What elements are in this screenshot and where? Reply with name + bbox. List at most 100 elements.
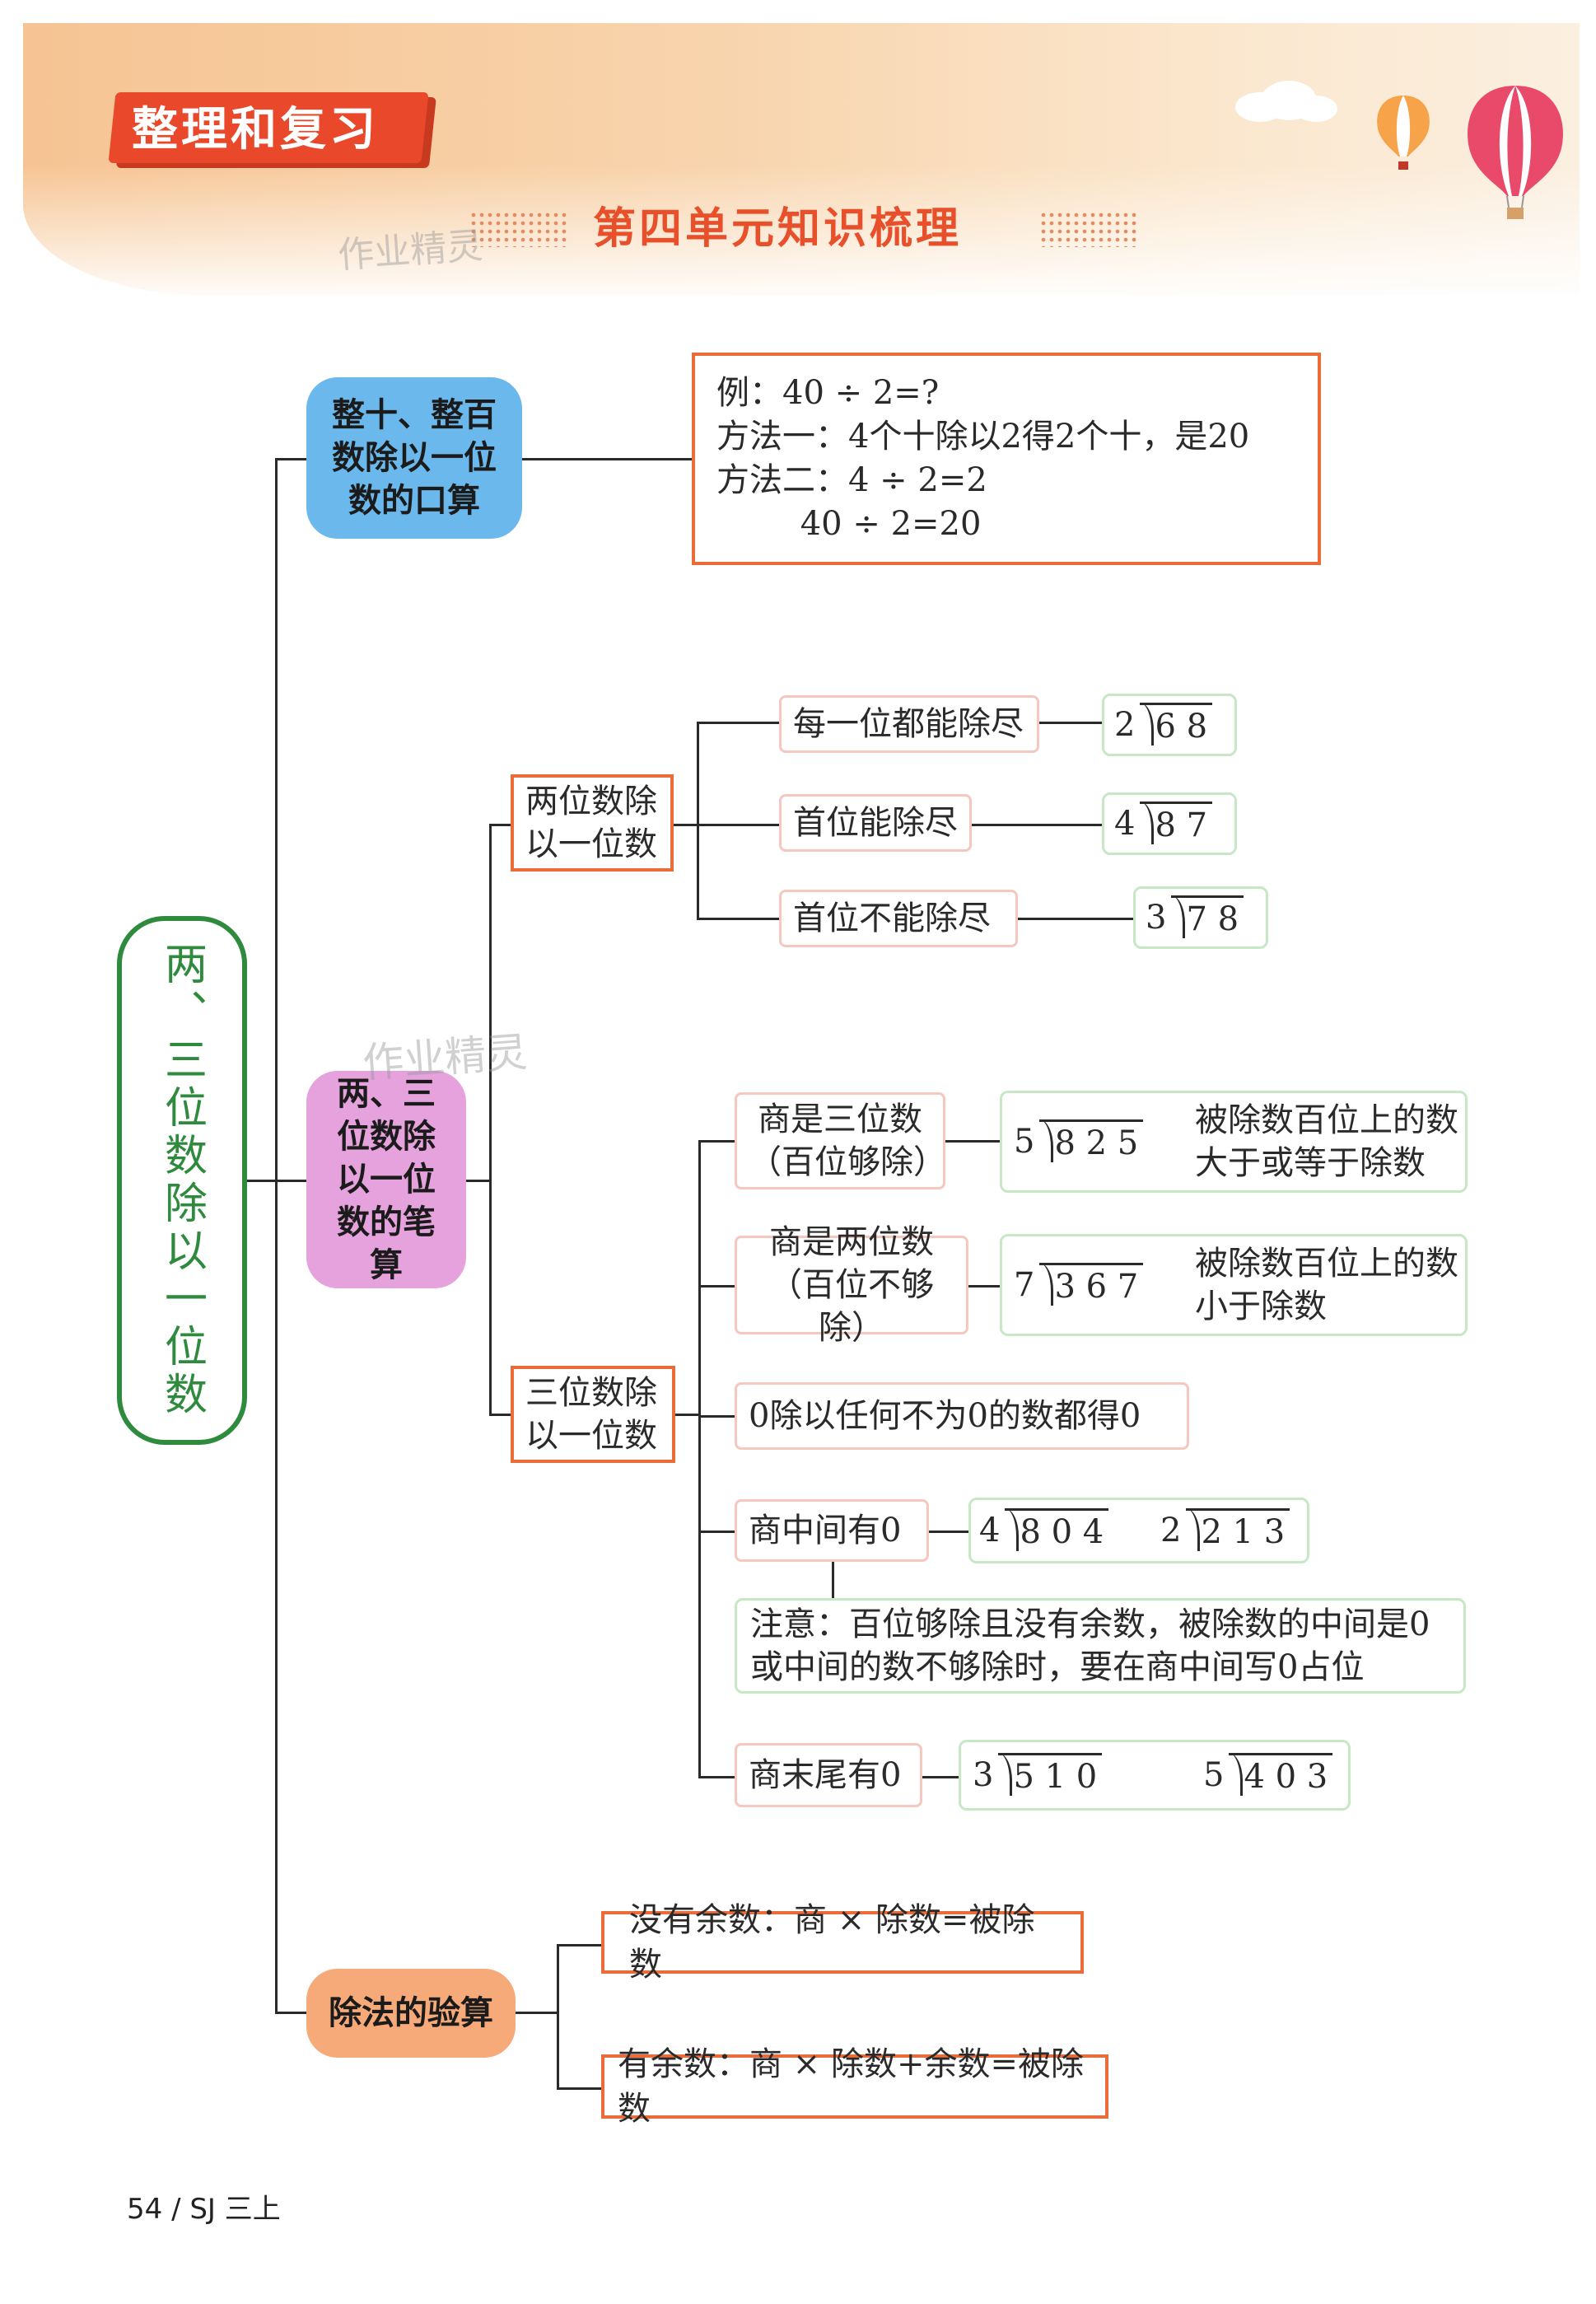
divisor: 5 <box>1014 1120 1034 1163</box>
connector <box>489 824 511 826</box>
connector <box>929 1531 968 1533</box>
case-three-digit-quotient: 商是三位数（百位够除） <box>735 1092 945 1189</box>
connector <box>1039 722 1102 724</box>
case-first-not-divisible: 首位不能除尽 <box>779 890 1018 947</box>
watermark: 作业精灵 <box>361 1019 530 1090</box>
connector <box>697 824 779 826</box>
cloud-icon <box>1227 76 1342 125</box>
connector <box>698 1140 735 1143</box>
divisor: 5 <box>1203 1754 1224 1797</box>
rule-note: 被除数百位上的数 小于除数 <box>1195 1242 1458 1328</box>
root-topic: 两、三位数除以一位数 <box>117 916 247 1445</box>
case-label: 每一位都能除尽 <box>793 703 1024 745</box>
case-first-divisible: 首位能除尽 <box>779 794 972 852</box>
connector <box>832 1555 834 1601</box>
dividend: 8 2 5 <box>1039 1119 1143 1165</box>
connector <box>698 1140 701 1778</box>
example-line: 40 ÷ 2=20 <box>716 502 981 546</box>
title-dots-left <box>469 211 568 247</box>
root-topic-label: 两、三位数除以一位数 <box>152 942 213 1419</box>
connector <box>522 458 692 460</box>
written-calculation-label: 两、三位数除以一位数的笔算 <box>323 1073 450 1287</box>
connector <box>557 2087 601 2090</box>
division-check-node: 除法的验算 <box>306 1969 516 2058</box>
connector <box>697 918 779 920</box>
example-line: 方法一：4个十除以2得2个十，是20 <box>716 415 1249 459</box>
divisor: 4 <box>979 1509 1000 1552</box>
small-balloon-icon <box>1370 92 1436 175</box>
connector <box>275 458 308 460</box>
three-digit-label: 三位数除以一位数 <box>525 1372 660 1457</box>
section-title: 第四单元知识梳理 <box>593 196 1005 262</box>
dividend: 4 0 3 <box>1229 1753 1332 1798</box>
connector <box>466 1180 491 1182</box>
written-calculation-node: 两、三位数除以一位数的笔算 <box>306 1071 466 1288</box>
oral-calculation-node: 整十、整百数除以一位数的口算 <box>306 377 522 539</box>
case-label: 商中间有0 <box>749 1509 901 1552</box>
dividend: 2 1 3 <box>1186 1508 1290 1554</box>
connector <box>698 1776 735 1778</box>
middle-zero-note: 注意：百位够除且没有余数，被除数的中间是0 或中间的数不够除时，要在商中间写0占… <box>750 1603 1430 1689</box>
connector <box>922 1776 959 1778</box>
connector <box>697 722 699 919</box>
zero-rule-text: 0除以任何不为0的数都得0 <box>749 1395 1141 1437</box>
connector <box>968 1285 1000 1288</box>
large-balloon-icon <box>1459 82 1571 224</box>
connector <box>489 1414 511 1416</box>
example-line: 方法二：4 ÷ 2=2 <box>716 459 987 502</box>
watermark: 作业精灵 <box>336 216 484 278</box>
connector <box>275 2012 308 2014</box>
connector <box>697 722 779 724</box>
division-example: 48 7 <box>1102 792 1237 855</box>
connector <box>557 1944 601 1946</box>
zero-rule-box: 0除以任何不为0的数都得0 <box>735 1382 1189 1450</box>
case-end-zero: 商末尾有0 <box>735 1743 922 1807</box>
connector <box>945 1140 1000 1143</box>
connector <box>674 824 698 826</box>
connector <box>516 2012 558 2014</box>
three-digit-node: 三位数除以一位数 <box>511 1366 675 1463</box>
connector <box>275 1180 308 1182</box>
dividend: 6 8 <box>1140 703 1212 748</box>
middle-zero-note-box: 注意：百位够除且没有余数，被除数的中间是0 或中间的数不够除时，要在商中间写0占… <box>735 1598 1466 1694</box>
rule-note: 被除数百位上的数 大于或等于除数 <box>1195 1099 1458 1185</box>
connector <box>698 1415 735 1418</box>
divisor: 2 <box>1160 1509 1181 1552</box>
division-example-with-note: 73 6 7 被除数百位上的数 小于除数 <box>1000 1234 1468 1336</box>
two-digit-label: 两位数除以一位数 <box>525 780 659 866</box>
page-number: 54 / SJ 三上 <box>127 2186 281 2227</box>
dividend: 8 0 4 <box>1005 1508 1108 1554</box>
example-line: 例：40 ÷ 2=? <box>716 372 939 415</box>
no-remainder-text: 没有余数：商 × 除数=被除数 <box>629 1898 1056 1987</box>
with-remainder-text: 有余数：商 × 除数+余数=被除数 <box>618 2042 1092 2131</box>
case-two-digit-quotient: 商是两位数（百位不够除） <box>735 1236 968 1334</box>
connector <box>247 1180 277 1182</box>
case-label: 商末尾有0 <box>749 1754 901 1797</box>
connector <box>489 824 492 1414</box>
connector <box>1018 918 1133 920</box>
connector <box>698 1285 735 1288</box>
case-label: 商是三位数（百位够除） <box>749 1098 931 1184</box>
case-all-divisible: 每一位都能除尽 <box>779 695 1039 753</box>
no-remainder-box: 没有余数：商 × 除数=被除数 <box>601 1911 1084 1974</box>
dividend: 3 6 7 <box>1039 1263 1143 1308</box>
case-middle-zero: 商中间有0 <box>735 1499 929 1562</box>
case-label: 首位不能除尽 <box>793 897 991 940</box>
two-digit-node: 两位数除以一位数 <box>511 774 674 872</box>
case-label: 商是两位数（百位不够除） <box>749 1221 954 1349</box>
divisor: 3 <box>973 1754 993 1797</box>
dividend: 5 1 0 <box>998 1753 1102 1798</box>
connector <box>698 1531 735 1533</box>
division-check-label: 除法的验算 <box>329 1992 493 2035</box>
divisor: 3 <box>1146 896 1166 939</box>
oral-example-box: 例：40 ÷ 2=? 方法一：4个十除以2得2个十，是20 方法二：4 ÷ 2=… <box>692 353 1321 565</box>
divisor: 2 <box>1114 703 1135 746</box>
header-banner-label: 整理和复习 <box>132 97 412 163</box>
connector <box>972 824 1102 826</box>
connector <box>675 1414 700 1416</box>
case-label: 首位能除尽 <box>793 801 958 844</box>
dividend: 8 7 <box>1140 801 1212 847</box>
